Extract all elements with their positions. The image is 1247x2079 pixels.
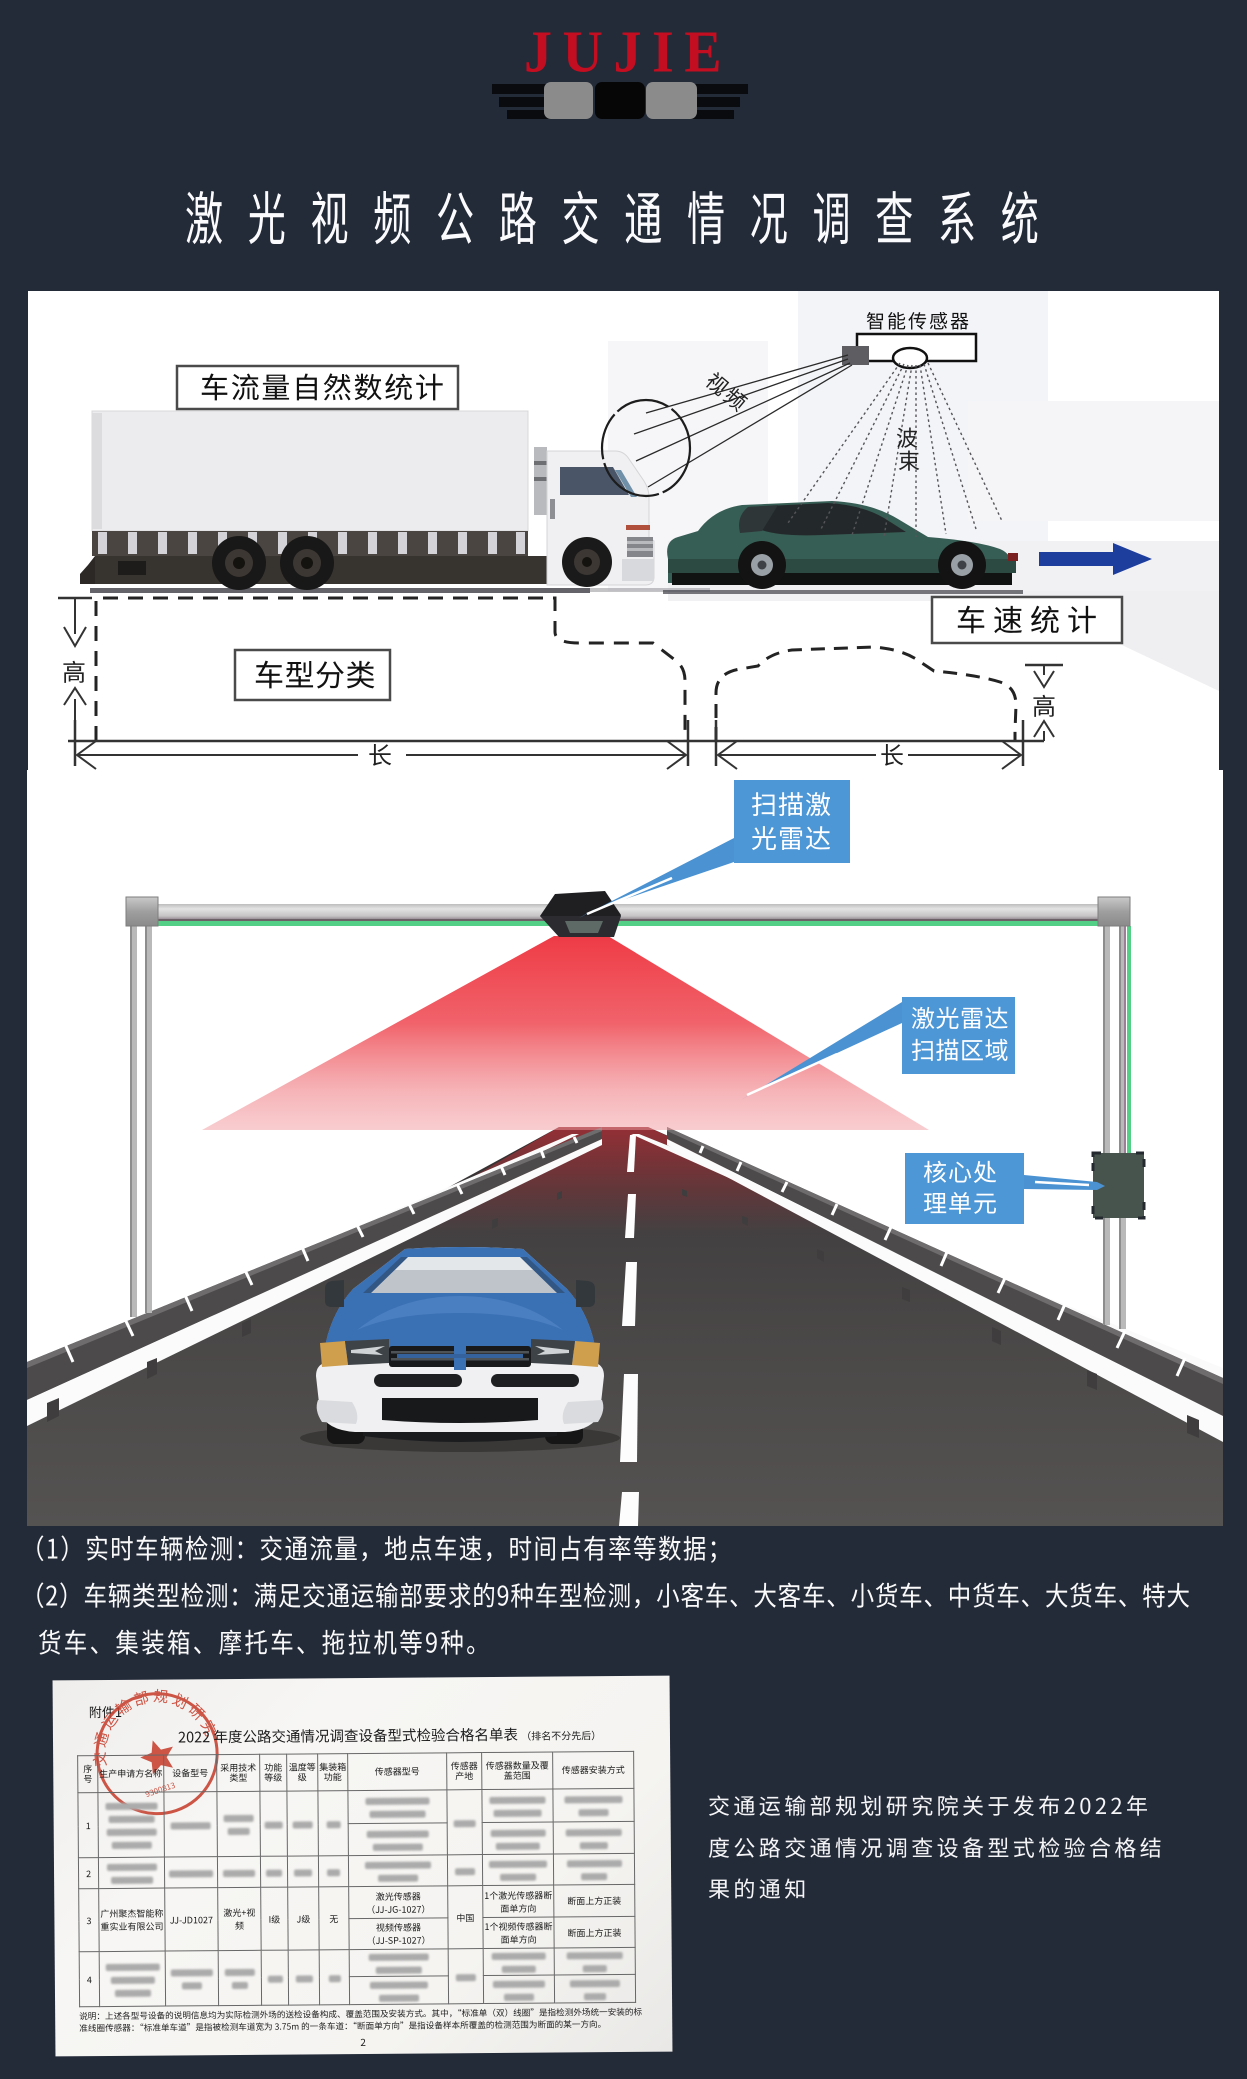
svg-text:波: 波: [896, 421, 918, 453]
svg-text:核心处: 核心处: [923, 1153, 998, 1188]
svg-text:长: 长: [368, 736, 392, 770]
svg-text:高: 高: [1032, 687, 1056, 722]
svg-text:长: 长: [880, 736, 904, 770]
svg-text:车流量自然数统计: 车流量自然数统计: [200, 365, 446, 407]
svg-text:光雷达: 光雷达: [751, 819, 832, 856]
svg-text:智能传感器: 智能传感器: [866, 307, 971, 334]
svg-text:束: 束: [898, 444, 920, 476]
svg-text:扫描激: 扫描激: [751, 785, 832, 822]
svg-text:理单元: 理单元: [923, 1184, 998, 1219]
svg-text:车型分类: 车型分类: [254, 651, 376, 695]
svg-text:车速统计: 车速统计: [956, 596, 1104, 640]
svg-text:激光雷达: 激光雷达: [911, 999, 1009, 1034]
svg-text:扫描区域: 扫描区域: [911, 1031, 1009, 1066]
svg-text:高: 高: [62, 653, 86, 688]
